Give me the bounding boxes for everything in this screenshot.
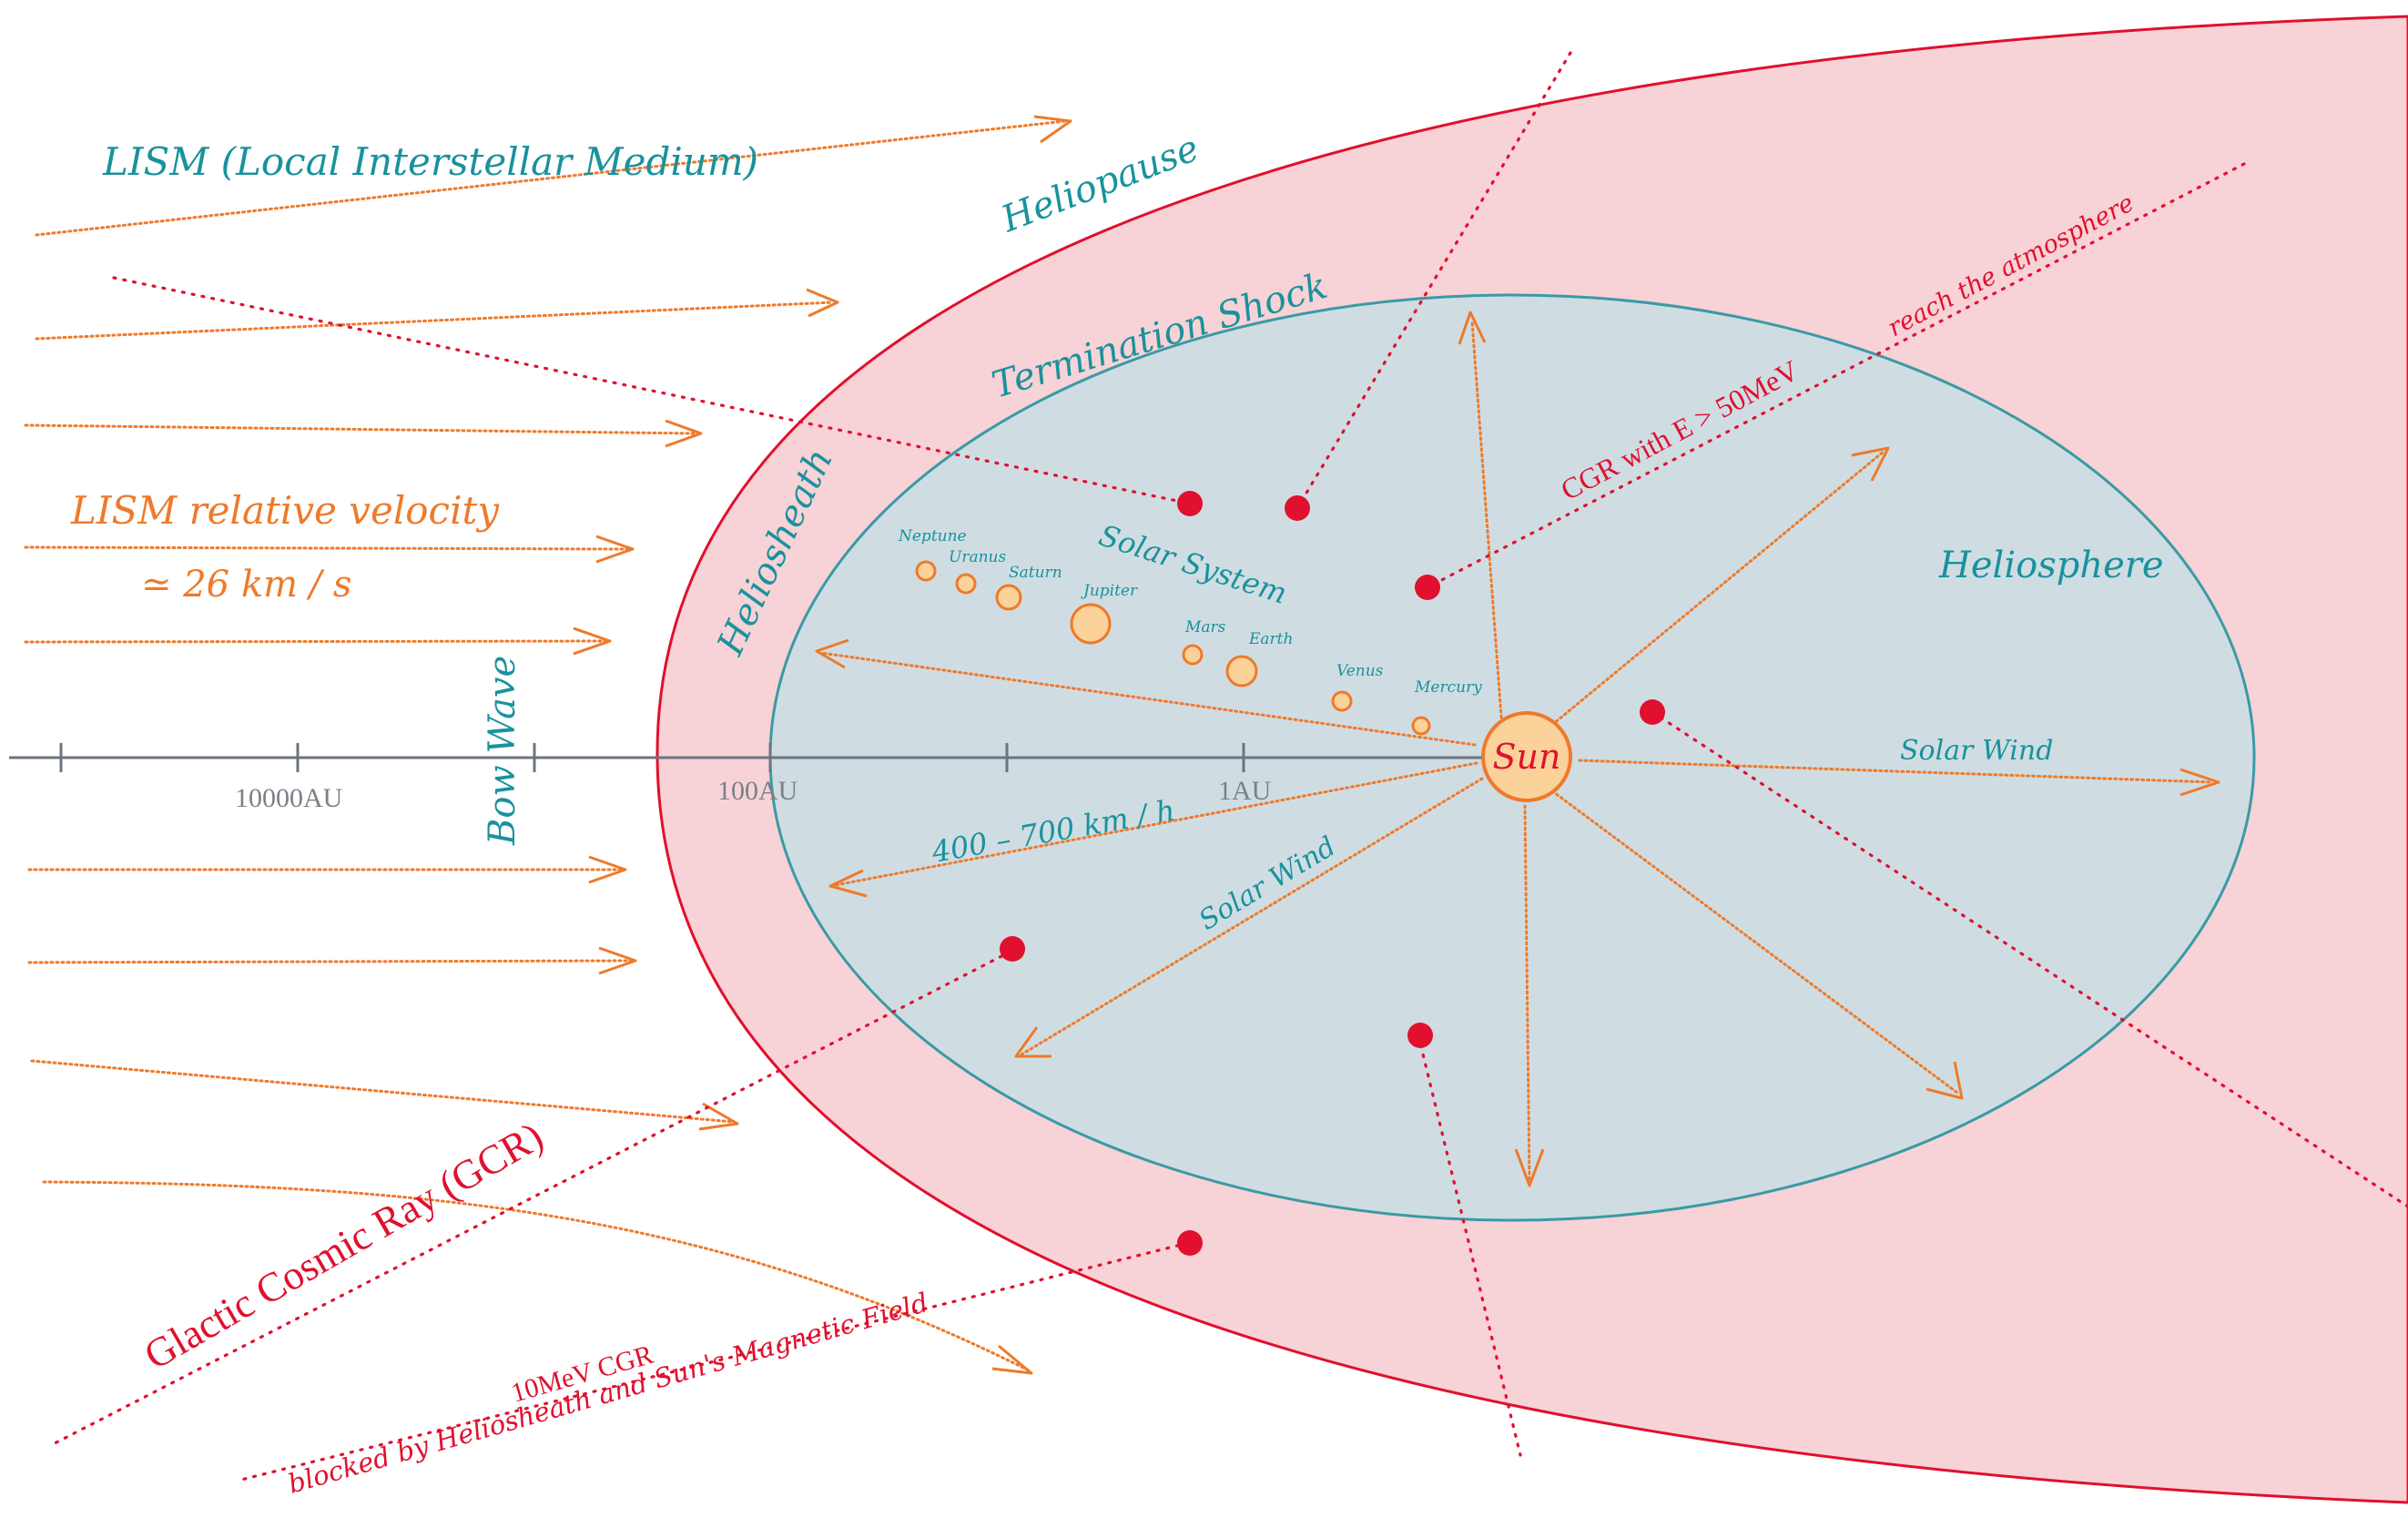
- planet-uranus: [955, 573, 977, 595]
- cosmic-ray-particle: [1177, 491, 1203, 516]
- cosmic-ray-particle: [1177, 1230, 1203, 1256]
- planet-label-saturn: Saturn: [1009, 564, 1062, 582]
- solar-wind-arrows: [815, 311, 2220, 1187]
- cosmic-ray-tracks: [53, 51, 2408, 1482]
- cosmic-ray-particle: [1640, 699, 1665, 725]
- lism-velocity-label: LISM relative velocity: [70, 488, 500, 533]
- lism-velocity-value: ≃ 26 km / s: [141, 564, 351, 606]
- planets: [915, 560, 1431, 736]
- blocked-label: blocked by Heliosheath and Sun's Magneti…: [285, 1287, 932, 1500]
- planet-jupiter: [1070, 603, 1112, 645]
- planet-label-earth: Earth: [1248, 630, 1293, 648]
- solar-wind-right-label: Solar Wind: [1900, 735, 2053, 767]
- planet-label-mars: Mars: [1184, 618, 1226, 637]
- planet-mercury: [1411, 716, 1431, 736]
- planet-earth: [1225, 655, 1258, 688]
- cosmic-ray-particle: [1000, 936, 1025, 962]
- distance-axis: [9, 743, 1486, 772]
- axis-tick-label-100au: 100AU: [717, 776, 798, 806]
- axis-tick-label-10000au: 10000AU: [235, 783, 343, 813]
- planet-label-uranus: Uranus: [949, 548, 1006, 566]
- sun-label: Sun: [1493, 737, 1561, 777]
- gcr-label: Glactic Cosmic Ray (GCR): [137, 1113, 551, 1378]
- cosmic-ray-particle: [1407, 1023, 1433, 1048]
- planet-neptune: [915, 560, 937, 582]
- axis-tick-label-1au: 1AU: [1218, 776, 1272, 806]
- cosmic-ray-particle: [1285, 495, 1310, 521]
- lism-label: LISM (Local Interstellar Medium): [102, 139, 758, 184]
- heliosphere-label: Heliosphere: [1938, 545, 2164, 586]
- lism-flow-arrows: [24, 115, 1072, 1375]
- planet-mars: [1182, 644, 1204, 666]
- planet-labels: Neptune Uranus Saturn Jupiter Mars Earth…: [898, 527, 1482, 697]
- planet-label-jupiter: Jupiter: [1081, 582, 1138, 600]
- planet-venus: [1331, 690, 1353, 712]
- sun: [1481, 711, 1572, 802]
- planet-label-venus: Venus: [1336, 662, 1384, 680]
- planet-saturn: [995, 584, 1022, 611]
- bow-wave-label: Bow Wave: [482, 656, 523, 846]
- planet-label-neptune: Neptune: [898, 527, 967, 545]
- cosmic-ray-particles: [1000, 491, 1665, 1256]
- cosmic-ray-particle: [1415, 575, 1440, 600]
- planet-label-mercury: Mercury: [1414, 678, 1482, 697]
